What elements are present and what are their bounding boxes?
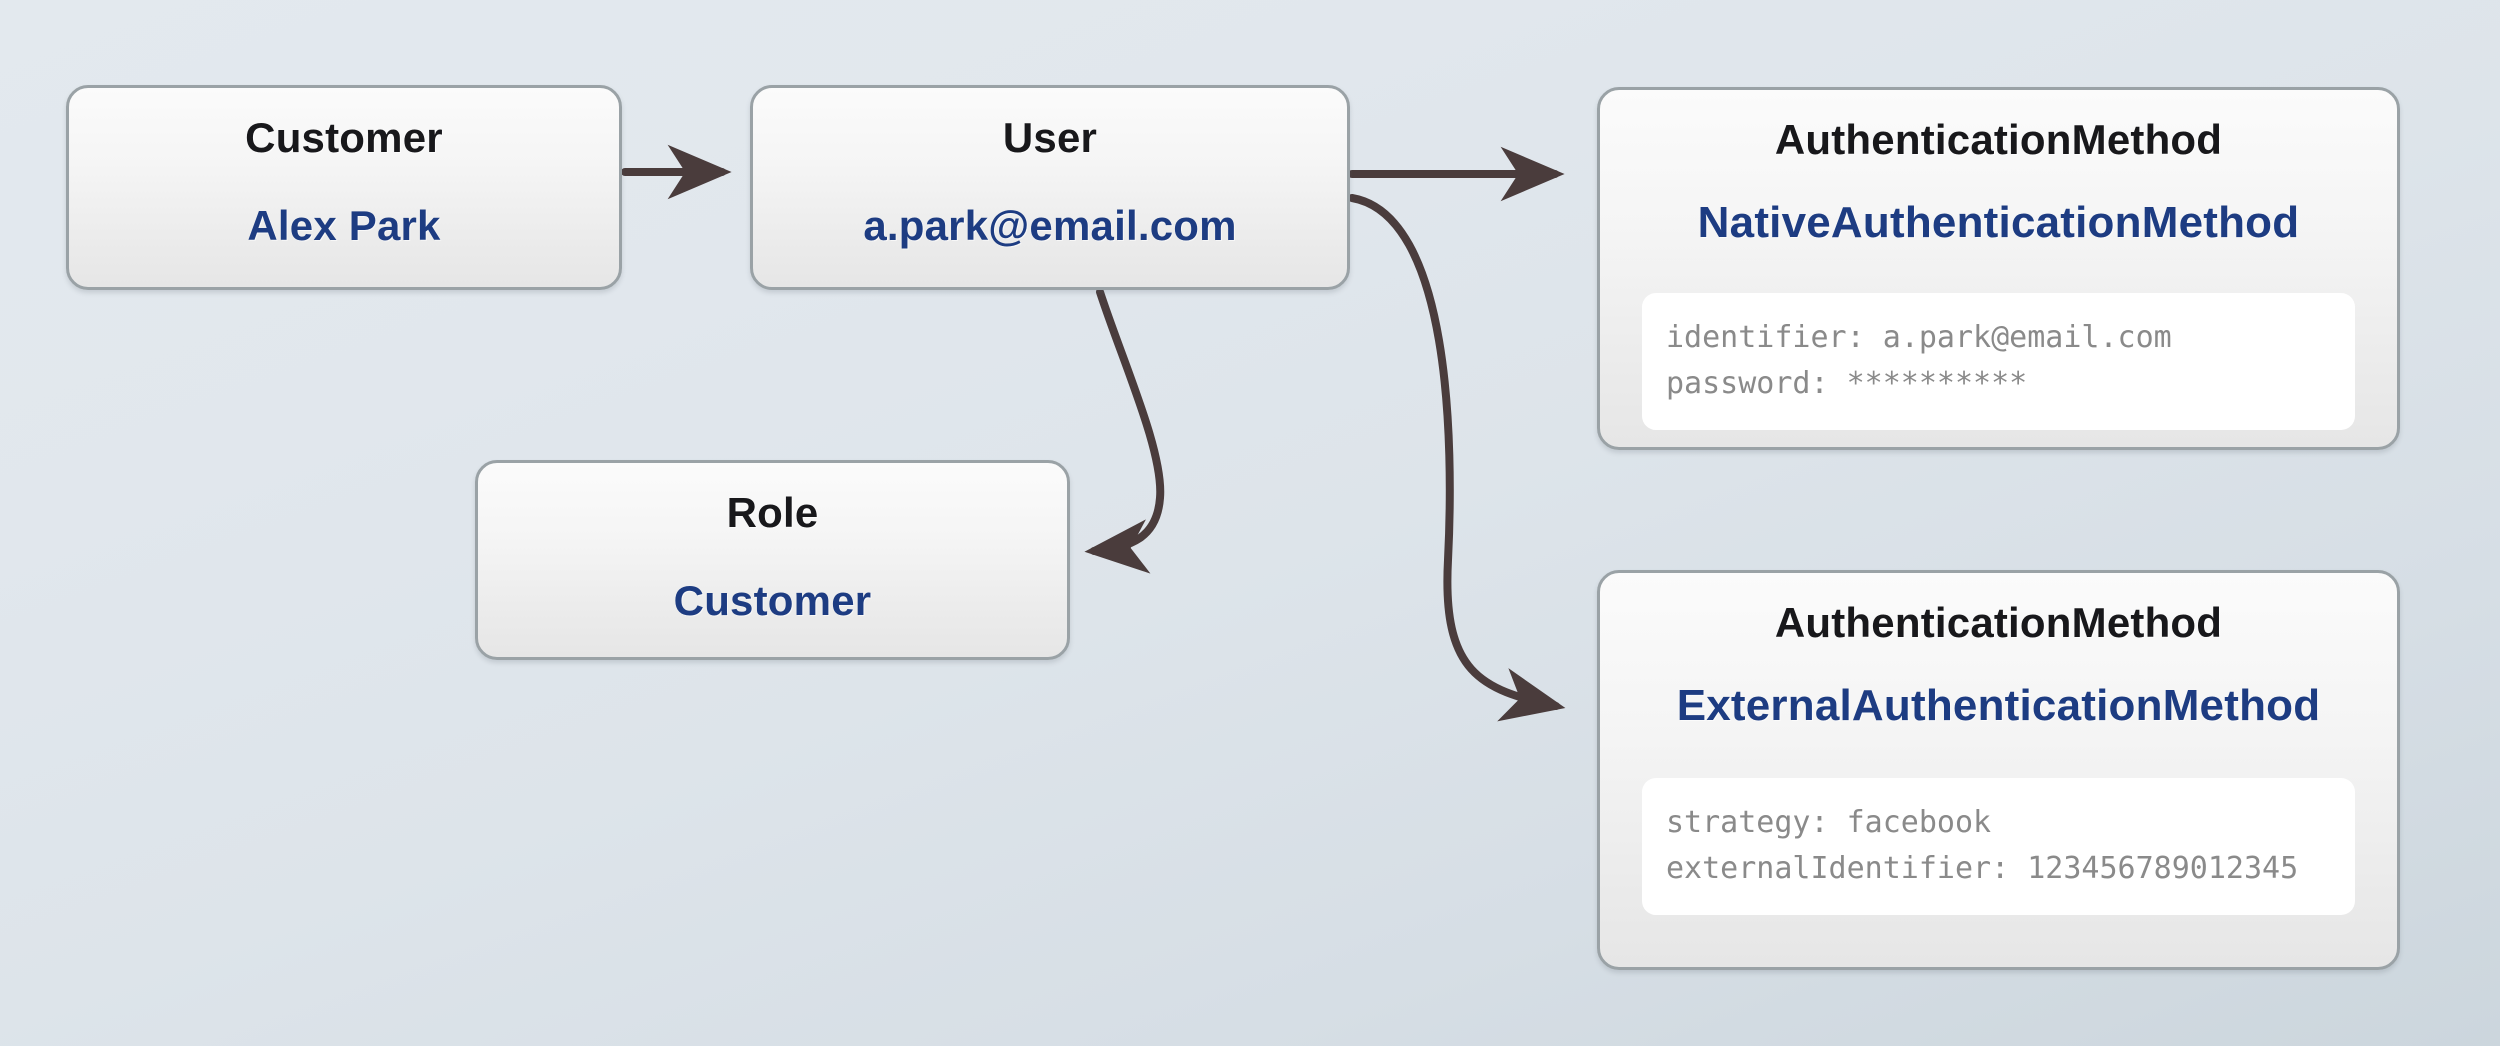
- node-user-value: a.park@email.com: [863, 202, 1237, 249]
- property-external-identifier: externalIdentifier: 123456789012345: [1666, 850, 2299, 886]
- node-role[interactable]: Role Customer: [475, 460, 1070, 660]
- node-user-title: User: [1002, 114, 1098, 161]
- node-native-auth[interactable]: AuthenticationMethod NativeAuthenticatio…: [1597, 87, 2400, 450]
- node-user[interactable]: User a.park@email.com: [750, 85, 1350, 290]
- node-customer-title: Customer: [245, 114, 443, 161]
- node-native-auth-properties: identifier: a.park@email.com password: *…: [1642, 293, 2355, 431]
- node-customer[interactable]: Customer Alex Park: [66, 85, 622, 290]
- node-native-auth-value: NativeAuthenticationMethod: [1697, 198, 2300, 247]
- node-native-auth-title: AuthenticationMethod: [1774, 116, 2223, 163]
- node-external-auth-value: ExternalAuthenticationMethod: [1676, 681, 2321, 730]
- node-role-title: Role: [726, 489, 819, 536]
- node-role-value: Customer: [673, 577, 872, 624]
- property-password: password: **********: [1666, 365, 2028, 401]
- node-customer-value: Alex Park: [247, 202, 441, 249]
- edge-user-to-role: [1084, 288, 1165, 574]
- node-external-auth-properties: strategy: facebook externalIdentifier: 1…: [1642, 778, 2355, 916]
- node-external-auth-title: AuthenticationMethod: [1774, 599, 2223, 646]
- property-strategy: strategy: facebook: [1666, 805, 1992, 840]
- property-identifier: identifier: a.park@email.com: [1666, 320, 2172, 355]
- node-external-auth[interactable]: AuthenticationMethod ExternalAuthenticat…: [1597, 570, 2400, 970]
- edge-user-to-external-auth: [1348, 194, 1566, 722]
